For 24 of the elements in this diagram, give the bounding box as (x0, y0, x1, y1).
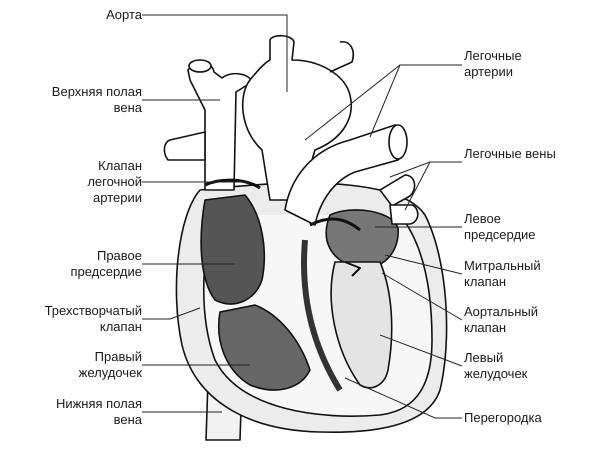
leader-line (344, 378, 462, 418)
part-label: Левое предсердие (464, 211, 564, 243)
leader-line (382, 272, 462, 320)
part-label: Легочные артерии (464, 48, 564, 80)
part-label: Трехстворчатый клапан (42, 303, 142, 335)
leader-line (384, 254, 462, 274)
part-label: Аортальный клапан (464, 304, 564, 336)
part-label: Перегородка (464, 410, 564, 426)
part-label: Правое предсердие (42, 248, 142, 280)
part-label: Правый желудочек (42, 349, 142, 381)
leader-line (374, 226, 462, 228)
part-label: Левый желудочек (464, 350, 564, 382)
leader-line (142, 308, 200, 320)
part-label: Клапан легочной артерии (42, 158, 142, 206)
part-label: Легочные вены (464, 146, 564, 162)
part-label: Аорта (42, 7, 142, 23)
part-label: Митральный клапан (464, 258, 564, 290)
leader-line (142, 14, 288, 92)
leader-line (370, 64, 462, 138)
part-label: Верхняя полая вена (42, 84, 142, 116)
leader-line (142, 364, 250, 366)
leader-line (380, 334, 462, 366)
part-label: Нижняя полая вена (42, 396, 142, 428)
leader-line (404, 162, 462, 210)
